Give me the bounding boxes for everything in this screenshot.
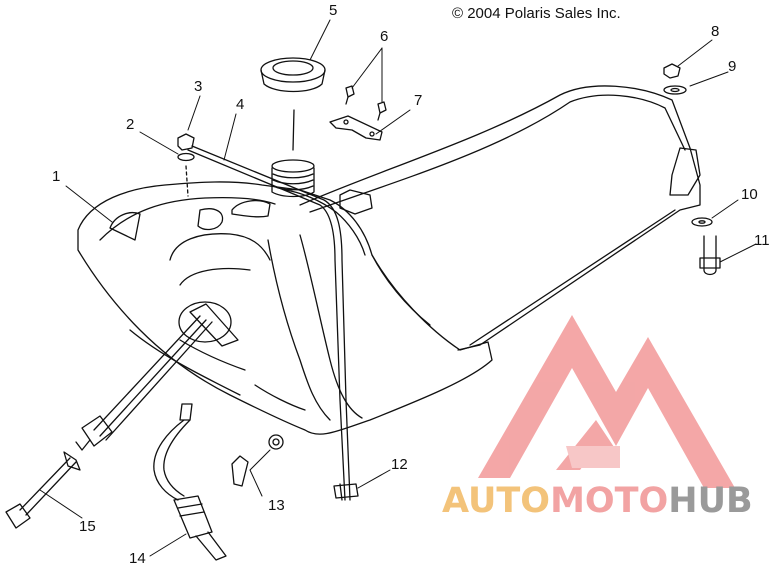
fuel-tank-body	[77, 181, 493, 435]
callout-11: 11	[754, 232, 769, 249]
watermark-hub: HUB	[668, 481, 753, 521]
callout-14: 14	[129, 550, 146, 567]
bolt-and-washer	[691, 217, 721, 276]
copyright-notice: © 2004 Polaris Sales Inc.	[452, 5, 621, 22]
screws	[345, 85, 387, 121]
fuel-cap	[260, 57, 326, 151]
tank-rear-section	[299, 85, 701, 351]
wire-harness	[5, 451, 81, 529]
callout-15: 15	[79, 518, 96, 535]
callout-13: 13	[268, 497, 285, 514]
vent-hose	[187, 145, 351, 501]
bracket	[329, 115, 383, 141]
watermark-text: AUTOMOTOHUB	[442, 481, 753, 521]
nut-and-washer	[663, 63, 687, 95]
callout-12: 12	[391, 456, 408, 473]
watermark-auto: AUTO	[442, 481, 551, 521]
callout-1: 1	[52, 168, 61, 185]
callout-7: 7	[414, 92, 423, 109]
cap-screw-and-washer	[177, 133, 195, 197]
callout-9: 9	[728, 58, 737, 75]
watermark-logo	[478, 315, 735, 488]
hose-clamp	[333, 483, 359, 501]
fuel-line-filter	[153, 403, 227, 561]
callout-4: 4	[236, 96, 245, 113]
callout-5: 5	[329, 2, 338, 19]
callout-3: 3	[194, 78, 203, 95]
callout-8: 8	[711, 23, 720, 40]
callout-10: 10	[741, 186, 758, 203]
hose-clip	[231, 434, 284, 487]
fuel-pump-assembly	[75, 301, 239, 451]
watermark-moto: MOTO	[550, 481, 669, 521]
leader-lines	[39, 19, 757, 557]
callout-6: 6	[380, 28, 389, 45]
callout-2: 2	[126, 116, 135, 133]
